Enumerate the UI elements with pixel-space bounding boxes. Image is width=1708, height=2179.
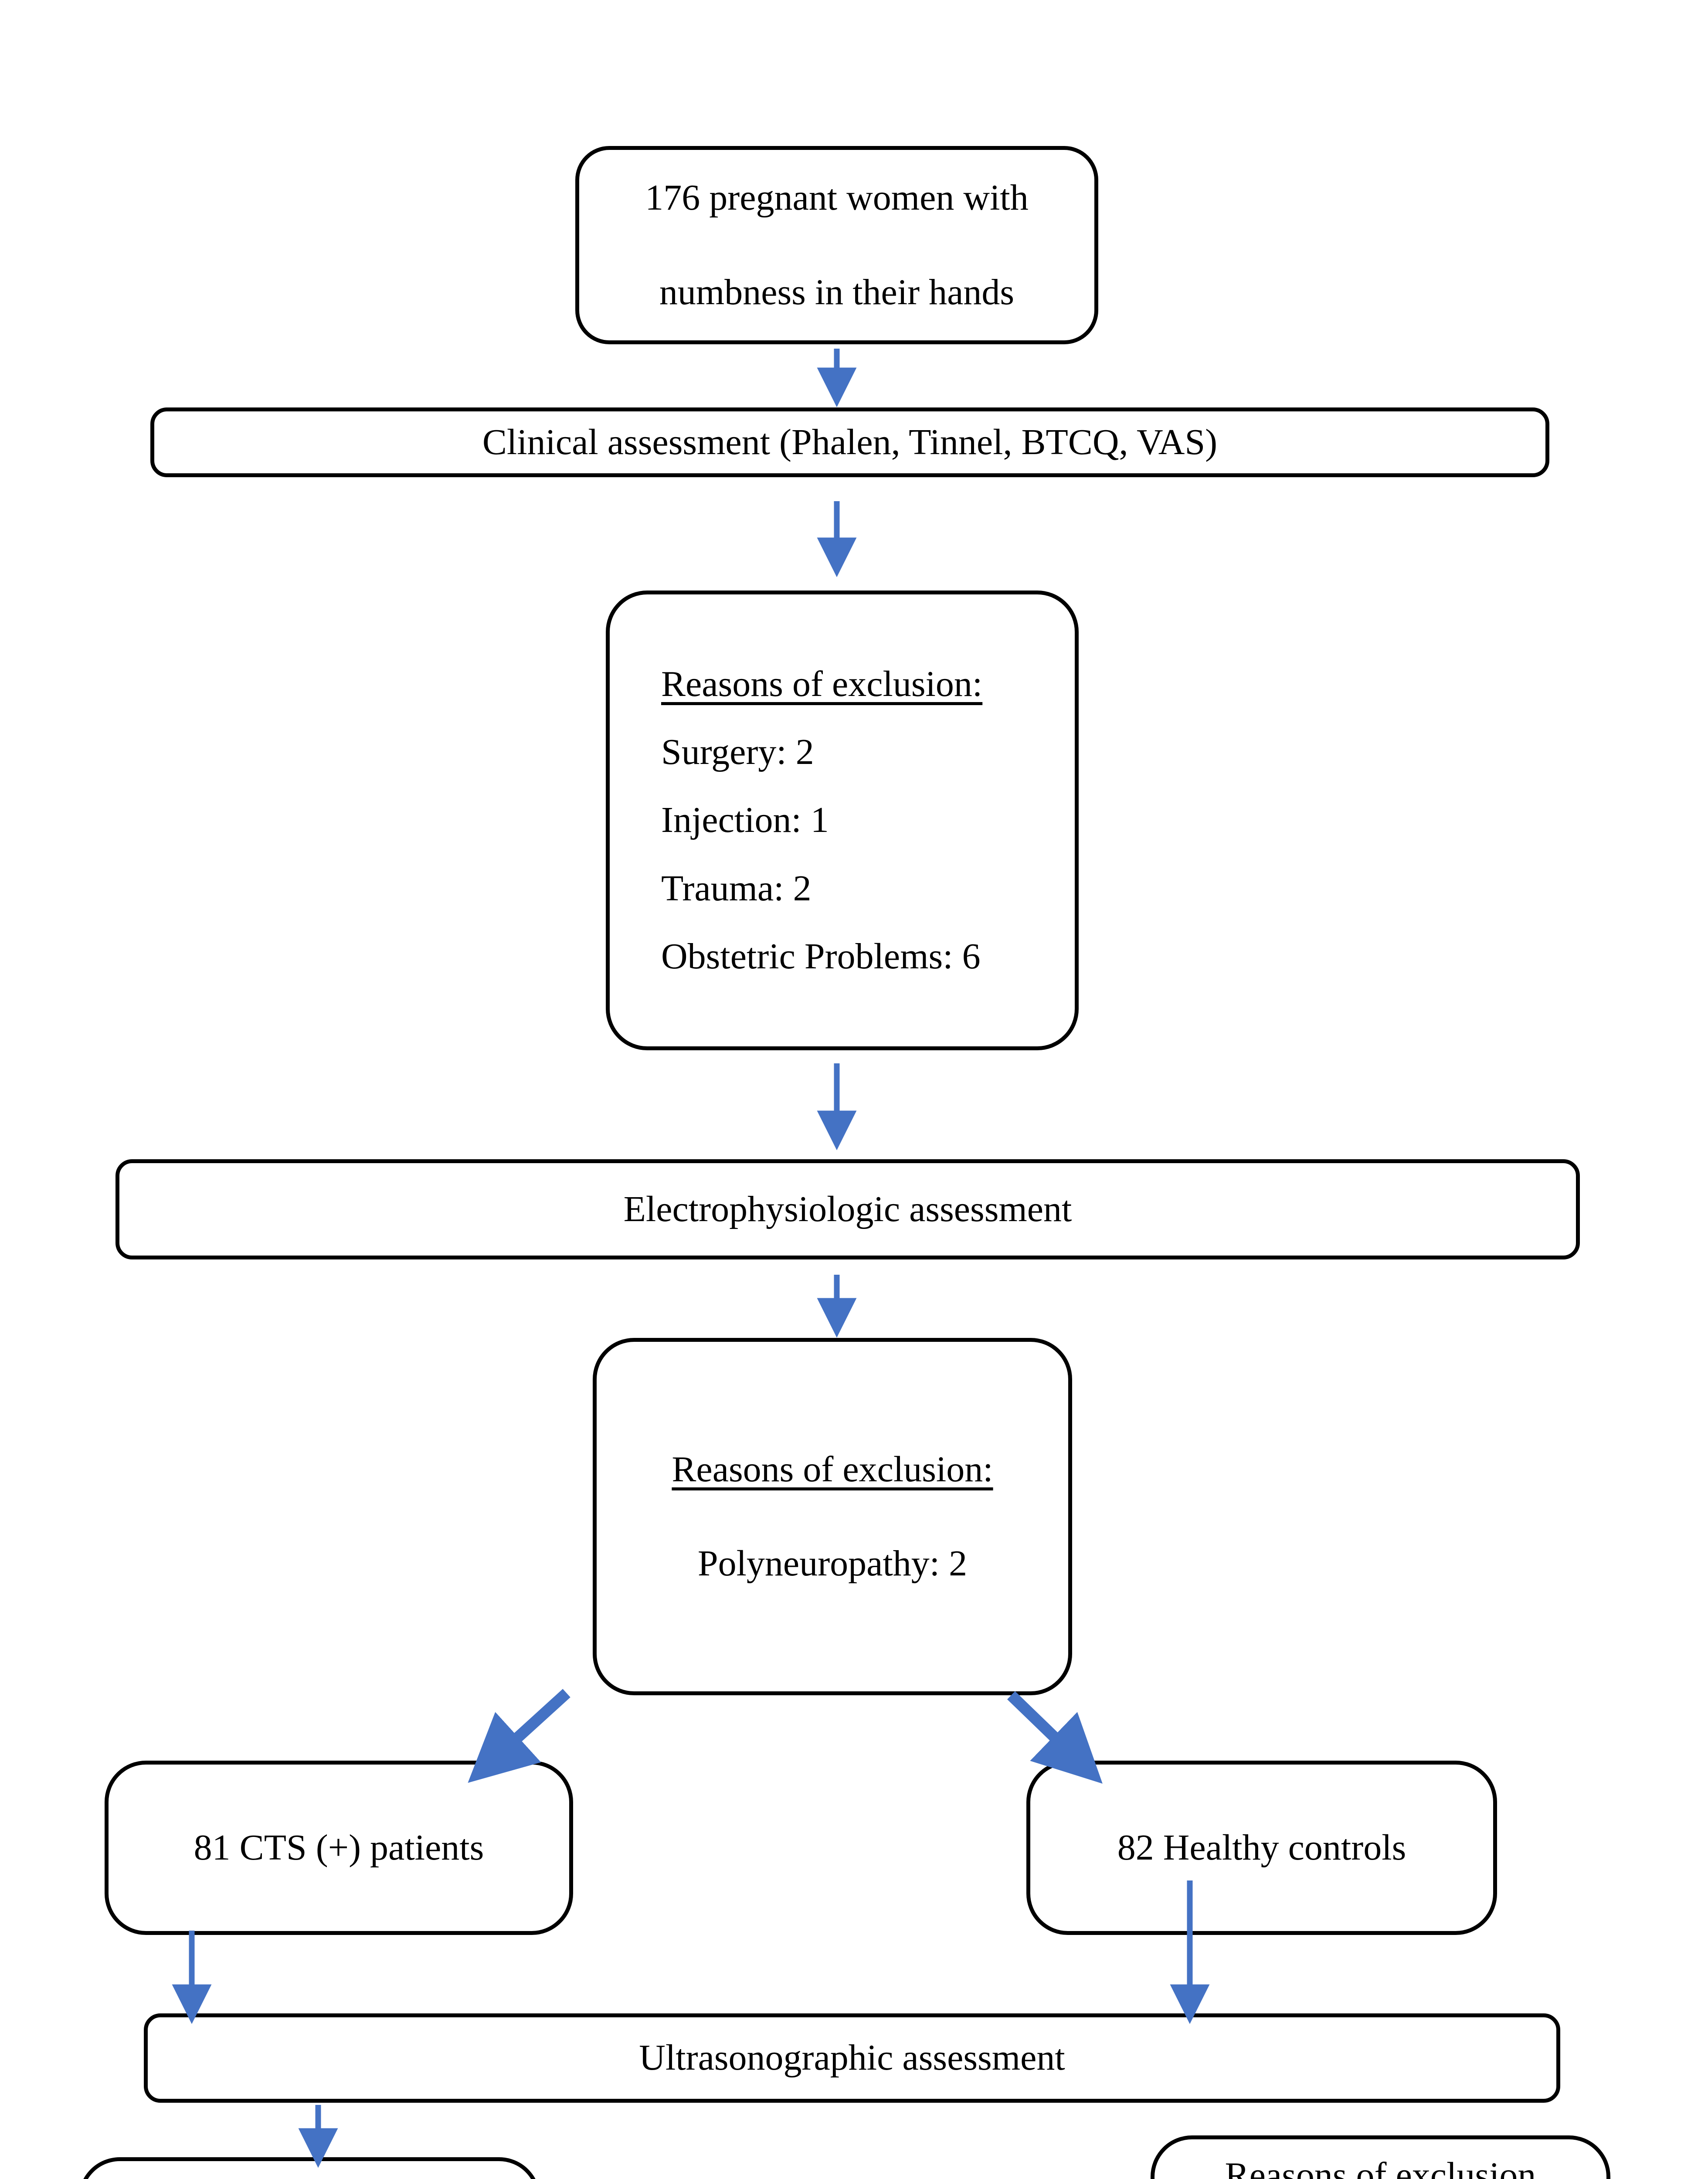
- node-exclusion-clinical[interactable]: Reasons of exclusion: Surgery: 2 Injecti…: [606, 591, 1079, 1050]
- exclusion-clinical-item-2: Injection: 1: [661, 800, 829, 841]
- clinical-assessment-label: Clinical assessment (Phalen, Tinnel, BTC…: [482, 421, 1218, 462]
- node-electrophysiologic-assessment[interactable]: Electrophysiologic assessment: [115, 1159, 1580, 1259]
- exclusion-clinical-item-3: Trauma: 2: [661, 868, 812, 909]
- node-exclusion-us-left[interactable]: Reasons of exclusion Bifid median nerve:…: [78, 2157, 540, 2179]
- exclusion-clinical-item-1: Surgery: 2: [661, 732, 814, 773]
- node-cts-patients[interactable]: 81 CTS (+) patients: [105, 1761, 573, 1935]
- enrollment-line-2: numbness in their hands: [659, 272, 1015, 312]
- exclusion-clinical-item-4: Obstetric Problems: 6: [661, 936, 981, 977]
- node-exclusion-electro[interactable]: Reasons of exclusion: Polyneuropathy: 2: [593, 1338, 1072, 1695]
- arrow-exclusion-to-cts: [468, 1689, 570, 1783]
- healthy-controls-label: 82 Healthy controls: [1117, 1827, 1406, 1868]
- node-exclusion-us-right[interactable]: Reasons of exclusion Bifid median nerve:…: [1151, 2135, 1610, 2179]
- node-clinical-assessment[interactable]: Clinical assessment (Phalen, Tinnel, BTC…: [150, 407, 1549, 477]
- node-ultrasonographic-assessment[interactable]: Ultrasonographic assessment: [144, 2013, 1560, 2103]
- electrophysiologic-assessment-label: Electrophysiologic assessment: [623, 1188, 1072, 1229]
- exclusion-electro-item-1: Polyneuropathy: 2: [697, 1543, 968, 1584]
- exclusion-us-right-heading: Reasons of exclusion: [1225, 2155, 1536, 2179]
- cts-patients-label: 81 CTS (+) patients: [194, 1827, 484, 1868]
- exclusion-clinical-heading: Reasons of exclusion:: [661, 664, 983, 705]
- ultrasonographic-assessment-label: Ultrasonographic assessment: [639, 2037, 1065, 2078]
- node-enrollment[interactable]: 176 pregnant women with numbness in thei…: [575, 146, 1098, 344]
- node-healthy-controls[interactable]: 82 Healthy controls: [1026, 1761, 1497, 1935]
- arrow-exclusion-to-controls: [1007, 1691, 1103, 1784]
- enrollment-line-1: 176 pregnant women with: [645, 177, 1029, 218]
- exclusion-electro-heading: Reasons of exclusion:: [672, 1449, 993, 1490]
